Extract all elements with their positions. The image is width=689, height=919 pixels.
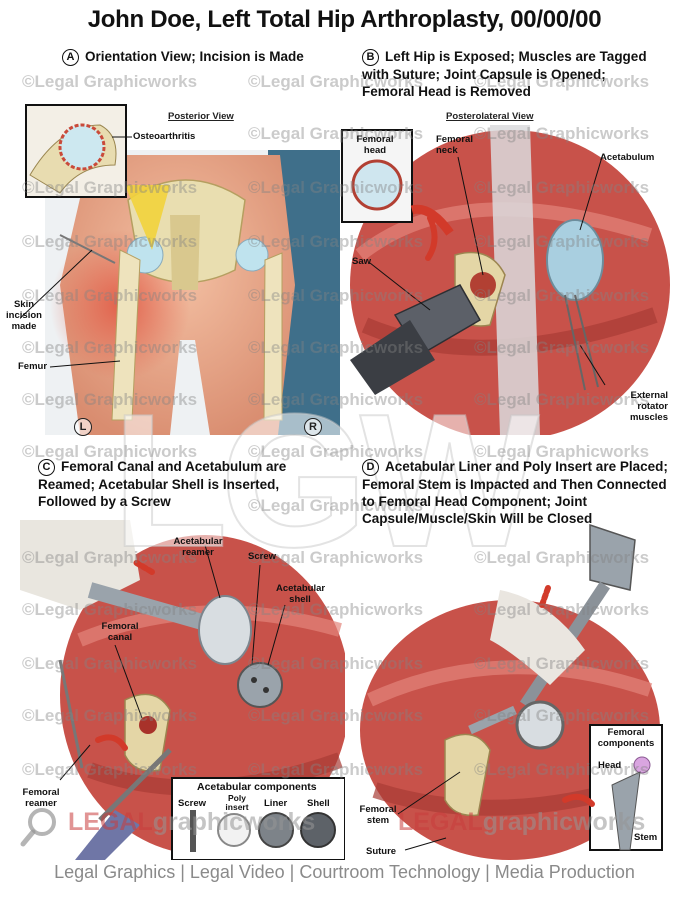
watermark-text: ©Legal Graphicworks <box>248 706 424 725</box>
exposed-hip-illustration <box>341 125 670 435</box>
watermark-text: ©Legal Graphicworks <box>248 390 424 409</box>
acetabular-components-title: Acetabular components <box>197 781 317 793</box>
watermark-text: ©Legal Graphicworks <box>248 548 424 567</box>
reamer-push-arrow <box>132 559 155 575</box>
watermark-text: ©Legal Graphicworks <box>22 390 198 409</box>
watermark-text: ©Legal Graphicworks <box>474 178 650 197</box>
label-femoral-head: Femoral head <box>356 134 394 156</box>
component-screw: Screw <box>178 798 206 809</box>
label-suture: Suture <box>366 846 397 857</box>
magnifier-icon <box>20 808 56 847</box>
label-acetabular-reamer: Acetabular reamer <box>173 536 223 558</box>
watermark-text: ©Legal Graphicworks <box>248 760 424 779</box>
impaction-arrow <box>539 585 551 608</box>
rotation-arrow-d <box>562 793 595 807</box>
footer-services: Legal Graphics | Legal Video | Courtroom… <box>54 862 635 882</box>
watermark-text: ©Legal Graphicworks <box>22 232 198 251</box>
femoral-components-title: Femoral components <box>597 727 655 749</box>
watermark-text: ©Legal Graphicworks <box>474 760 650 779</box>
label-osteoarthritis: Osteoarthritis <box>133 131 196 142</box>
watermark-text: ©Legal Graphicworks <box>22 286 198 305</box>
watermark-text: ©Legal Graphicworks <box>474 706 650 725</box>
legal-graphicworks-logo: LEGALgraphicworks <box>398 808 646 836</box>
watermark-text: ©Legal Graphicworks <box>22 600 198 619</box>
posterior-hip-illustration <box>20 104 340 435</box>
watermark-text: ©Legal Graphicworks <box>22 760 198 779</box>
watermark-text: ©Legal Graphicworks <box>248 654 424 673</box>
right-side-marker: R <box>304 418 322 436</box>
label-femoral-canal: Femoral canal <box>101 621 139 643</box>
watermark-text: ©Legal Graphicworks <box>22 178 198 197</box>
panel-a-view: Posterior View <box>168 111 234 122</box>
watermark-text: ©Legal Graphicworks <box>474 654 650 673</box>
watermark-text: ©Legal Graphicworks <box>22 442 198 461</box>
left-side-marker: L <box>74 418 92 436</box>
watermark-text: ©Legal Graphicworks <box>474 338 650 357</box>
watermark-text: ©Legal Graphicworks <box>248 442 424 461</box>
label-femoral-reamer: Femoral reamer <box>22 787 60 809</box>
label-external-rotator: External rotator muscles <box>629 390 668 423</box>
watermark-text: ©Legal Graphicworks <box>22 706 198 725</box>
label-femoral-neck: Femoral neck <box>436 134 473 156</box>
panel-b-view: Posterolateral View <box>446 111 534 122</box>
watermark-text: ©Legal Graphicworks <box>474 72 650 91</box>
component-stem: Stem <box>634 832 658 843</box>
panel-c-badge: C <box>38 458 55 476</box>
label-femoral-stem: Femoral stem <box>359 804 397 826</box>
panel-a-badge: A <box>62 48 79 66</box>
label-acetabulum: Acetabulum <box>600 152 655 163</box>
rotation-arrow-b <box>425 215 438 261</box>
page-title: John Doe, Left Total Hip Arthroplasty, 0… <box>87 6 602 33</box>
watermark-text: ©Legal Graphicworks <box>474 232 650 251</box>
reaming-illustration <box>20 520 345 860</box>
label-saw: Saw <box>352 256 372 267</box>
panel-b-caption-text: Left Hip is Exposed; Muscles are Tagged … <box>362 49 647 99</box>
panel-a-caption-text: Orientation View; Incision is Made <box>85 49 304 64</box>
watermark-text: ©Legal Graphicworks <box>248 124 424 143</box>
watermark-text: ©Legal Graphicworks <box>474 124 650 143</box>
component-poly-insert: Poly insert <box>225 793 249 812</box>
component-head: Head <box>598 760 622 771</box>
panel-b-badge: B <box>362 48 379 66</box>
watermark-text: ©Legal Graphicworks <box>248 286 424 305</box>
component-shell: Shell <box>307 798 330 809</box>
watermark-text: ©Legal Graphicworks <box>474 442 650 461</box>
component-liner: Liner <box>264 798 288 809</box>
rotation-arrow-c <box>95 734 128 751</box>
watermark-text: ©Legal Graphicworks <box>248 232 424 251</box>
watermark-text: ©Legal Graphicworks <box>22 548 198 567</box>
watermark-text: ©Legal Graphicworks <box>22 72 198 91</box>
label-screw: Screw <box>248 551 276 562</box>
watermark-text: ©Legal Graphicworks <box>248 72 424 91</box>
watermark-text: ©Legal Graphicworks <box>474 548 650 567</box>
panel-a-caption: A Orientation View; Incision is Made <box>62 48 304 66</box>
watermark-text: ©Legal Graphicworks <box>248 496 424 515</box>
panel-c-caption-text: Femoral Canal and Acetabulum are Reamed;… <box>38 459 287 509</box>
watermark-text: ©Legal Graphicworks <box>248 178 424 197</box>
panel-d-badge: D <box>362 458 379 476</box>
implant-placement-illustration <box>360 523 663 860</box>
legal-graphicworks-logo: LEGALgraphicworks <box>68 808 316 836</box>
watermark-text: ©Legal Graphicworks <box>248 600 424 619</box>
panel-d-caption-text: Acetabular Liner and Poly Insert are Pla… <box>362 459 668 526</box>
watermark-text: ©Legal Graphicworks <box>474 600 650 619</box>
watermark-text: ©Legal Graphicworks <box>248 338 424 357</box>
label-femur: Femur <box>18 361 48 372</box>
label-skin-incision: Skin incision made <box>6 299 42 332</box>
watermark-text: ©Legal Graphicworks <box>22 338 198 357</box>
label-acetabular-shell: Acetabular shell <box>276 583 326 605</box>
watermark-text: ©Legal Graphicworks <box>474 286 650 305</box>
watermark-text: ©Legal Graphicworks <box>22 654 198 673</box>
lgw-watermark: LGW <box>111 374 540 588</box>
watermark-text: ©Legal Graphicworks <box>474 390 650 409</box>
